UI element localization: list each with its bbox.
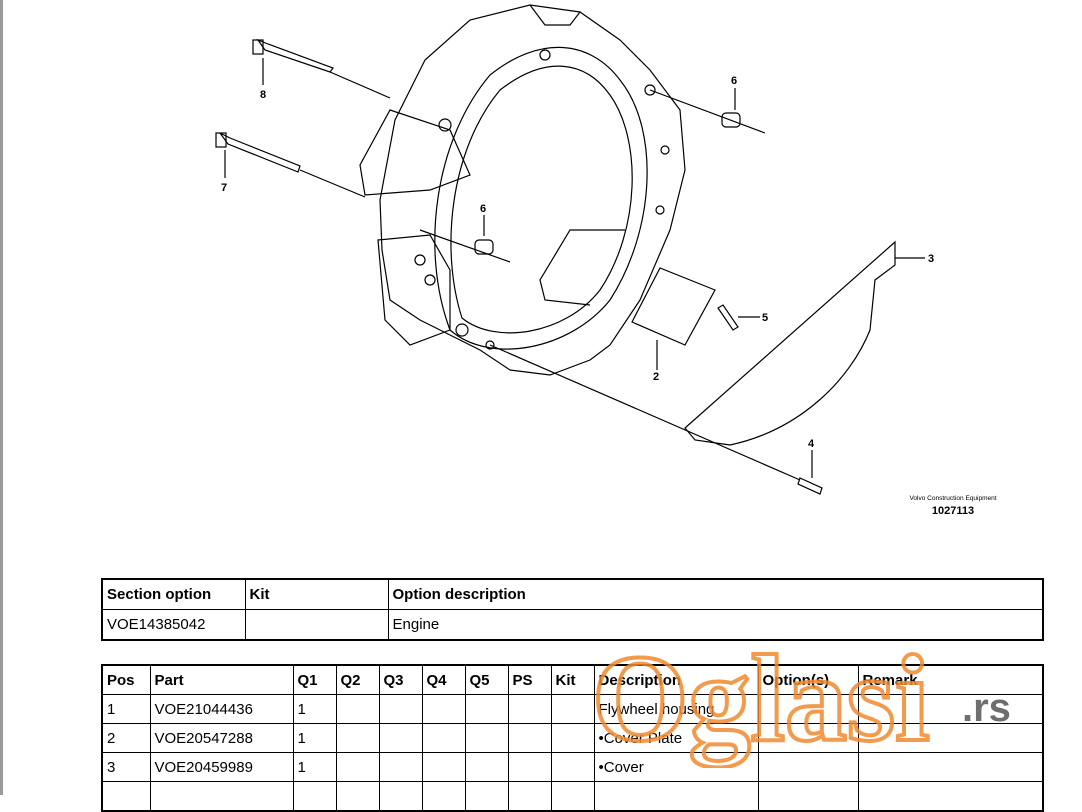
- flywheel-housing: [379, 4, 686, 376]
- cell-pos: 3: [101, 752, 151, 782]
- callout-4: 4: [808, 438, 815, 450]
- cell-q5: [464, 694, 509, 724]
- header-q1: Q1: [292, 664, 337, 695]
- cell-part: VOE20459989: [149, 752, 294, 782]
- watermark-suffix: .rs: [962, 686, 1011, 730]
- drawing-credit: Volvo Construction Equipment 1027113: [908, 495, 998, 517]
- cover-plate: [631, 267, 716, 346]
- header-kit: Kit: [244, 578, 389, 610]
- cell-q5: [464, 723, 509, 753]
- cover: [684, 240, 896, 446]
- callout-6-inner: 6: [480, 203, 486, 215]
- cell-description: Flywheel housing: [593, 694, 759, 724]
- header-section-option: Section option: [101, 578, 246, 610]
- cell-kit: [550, 752, 595, 782]
- cell-q4: [421, 694, 466, 724]
- cell-q4: [421, 723, 466, 753]
- cell-kit: [550, 723, 595, 753]
- header-option-description: Option description: [387, 578, 1044, 610]
- table-row: 3 VOE20459989 1 •Cover: [101, 752, 1044, 782]
- header-part: Part: [149, 664, 294, 695]
- cell-q2: [335, 694, 380, 724]
- watermark-brand: Oglasi: [592, 630, 930, 768]
- cell-description: •Cover Plate: [593, 723, 759, 753]
- header-q4: Q4: [421, 664, 466, 695]
- cell-q2: [335, 752, 380, 782]
- callout-3: 3: [928, 253, 934, 265]
- section-table-row: VOE14385042 Engine: [101, 609, 1044, 641]
- cell-options: [757, 723, 859, 753]
- cell-q1: 1: [292, 752, 337, 782]
- header-q2: Q2: [335, 664, 380, 695]
- oglasi-watermark: Oglasi .rs: [590, 628, 1042, 770]
- cell-q1: 1: [292, 723, 337, 753]
- cell-q5: [464, 752, 509, 782]
- header-ps: PS: [507, 664, 552, 695]
- cell-options: [757, 694, 859, 724]
- header-q3: Q3: [378, 664, 423, 695]
- header-q5: Q5: [464, 664, 509, 695]
- cell-kit: [244, 609, 389, 641]
- table-row: 2 VOE20547288 1 •Cover Plate: [101, 723, 1044, 753]
- callout-8: 8: [260, 89, 266, 101]
- cell-kit: [550, 694, 595, 724]
- callout-7: 7: [221, 182, 227, 194]
- callout-2: 2: [653, 371, 659, 383]
- cell-ps: [507, 752, 552, 782]
- header-description: Description: [593, 664, 759, 695]
- section-option-table: Section option Kit Option description VO…: [101, 578, 1044, 641]
- header-kit: Kit: [550, 664, 595, 695]
- cell-ps: [507, 723, 552, 753]
- cell-options: [757, 752, 859, 782]
- callout-6-top: 6: [731, 75, 737, 87]
- cell-part: VOE21044436: [149, 694, 294, 724]
- parts-diagram: 8 7 6 6 3 5 2 4: [150, 0, 1000, 530]
- cell-q3: [378, 752, 423, 782]
- callout-5: 5: [762, 312, 768, 324]
- cell-part: VOE20547288: [149, 723, 294, 753]
- parts-table-header: Pos Part Q1 Q2 Q3 Q4 Q5 PS Kit Descripti…: [101, 664, 1044, 695]
- cell-q1: 1: [292, 694, 337, 724]
- cell-description: •Cover: [593, 752, 759, 782]
- cell-section-option: VOE14385042: [101, 609, 246, 641]
- cell-remark: [857, 752, 1044, 782]
- credit-company: Volvo Construction Equipment: [909, 495, 997, 502]
- credit-number: 1027113: [931, 505, 975, 517]
- cell-option-description: Engine: [387, 609, 1044, 641]
- cell-q2: [335, 723, 380, 753]
- cell-q3: [378, 694, 423, 724]
- left-edge-bar: [0, 0, 3, 795]
- cell-pos: 2: [101, 723, 151, 753]
- cell-ps: [507, 694, 552, 724]
- header-pos: Pos: [101, 664, 151, 695]
- exploded-view-drawing: 8 7 6 6 3 5 2 4: [215, 4, 934, 495]
- header-remark: Remark: [857, 664, 1044, 695]
- table-row-partial: [101, 781, 1044, 812]
- parts-table: Pos Part Q1 Q2 Q3 Q4 Q5 PS Kit Descripti…: [101, 664, 1044, 812]
- cell-remark: [857, 723, 1044, 753]
- cell-remark: [857, 694, 1044, 724]
- cell-pos: 1: [101, 694, 151, 724]
- cell-q4: [421, 752, 466, 782]
- section-table-header: Section option Kit Option description: [101, 578, 1044, 610]
- table-row: 1 VOE21044436 1 Flywheel housing: [101, 694, 1044, 724]
- cell-q3: [378, 723, 423, 753]
